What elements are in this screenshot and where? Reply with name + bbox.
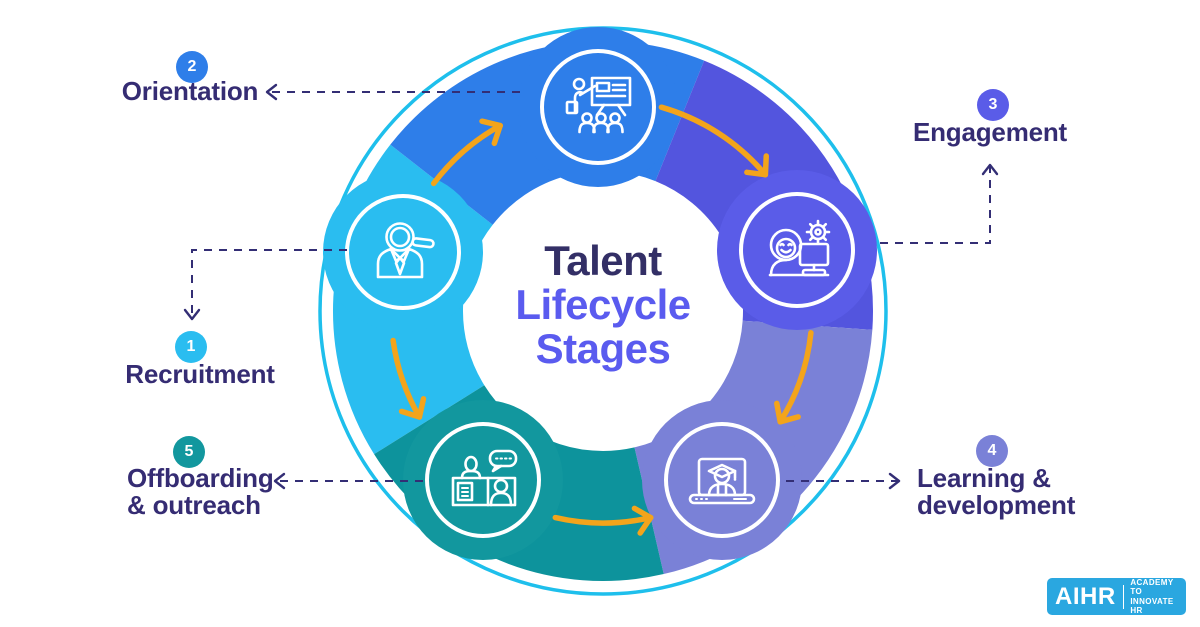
- connector-engagement: [880, 163, 999, 244]
- label-connectors: [183, 83, 999, 490]
- flow-arrows: [390, 104, 814, 536]
- aihr-logo-tagline-line2: INNOVATE HR: [1130, 596, 1174, 616]
- title-line-stages: Stages: [535, 325, 671, 372]
- aihr-logo-tagline-line1: ACADEMY TO: [1130, 577, 1174, 597]
- badge-recruitment: 1: [175, 331, 207, 363]
- arrow-offboarding-to-learning: [552, 505, 654, 536]
- label-engagement: Engagement: [912, 117, 1068, 147]
- arrow-engagement-to-learning: [774, 330, 814, 425]
- arrow-recruitment-to-orientation: [430, 118, 503, 187]
- arrow-recruitment-to-offboarding: [390, 337, 427, 420]
- engagement-icon-ring: [739, 192, 855, 308]
- icon-rings: [345, 49, 855, 538]
- magnifier-candidate-icon: [376, 222, 435, 279]
- label-learning: Learning & development: [917, 465, 1075, 519]
- aihr-logo: AIHR ACADEMY TO INNOVATE HR: [1047, 578, 1186, 615]
- label-learning-line1: Learning &: [917, 463, 1051, 493]
- exit-interview-icon: [451, 449, 518, 507]
- aihr-logo-brand: AIHR: [1055, 582, 1116, 610]
- arrow-orientation-to-engagement: [658, 104, 769, 178]
- label-recruitment: Recruitment: [125, 359, 275, 389]
- employee-workstation-gear-icon: [768, 219, 831, 277]
- label-learning-line2: development: [917, 490, 1076, 520]
- title-line-talent: Talent: [544, 237, 662, 284]
- badge-offboarding: 5: [173, 436, 205, 468]
- graduate-laptop-icon: [688, 457, 756, 505]
- label-orientation: Orientation: [121, 76, 259, 106]
- learning-icon-ring: [664, 422, 780, 538]
- presentation-training-icon: [565, 76, 632, 134]
- badge-orientation: 2: [176, 51, 208, 83]
- recruitment-icon-ring: [345, 194, 461, 310]
- label-offboarding-line2: & outreach: [127, 490, 261, 520]
- badge-engagement: 3: [977, 89, 1009, 121]
- aihr-logo-tagline: ACADEMY TO INNOVATE HR: [1130, 578, 1178, 616]
- badge-learning: 4: [976, 435, 1008, 467]
- diagram-title: Talent Lifecycle Stages: [453, 239, 753, 371]
- connector-recruitment: [183, 249, 347, 321]
- label-offboarding-line1: Offboarding: [127, 463, 274, 493]
- title-line-lifecycle: Lifecycle: [515, 281, 691, 328]
- offboarding-icon-ring: [425, 422, 541, 538]
- aihr-logo-divider: [1122, 584, 1125, 609]
- orientation-icon-ring: [540, 49, 656, 165]
- label-offboarding: Offboarding & outreach: [127, 465, 274, 519]
